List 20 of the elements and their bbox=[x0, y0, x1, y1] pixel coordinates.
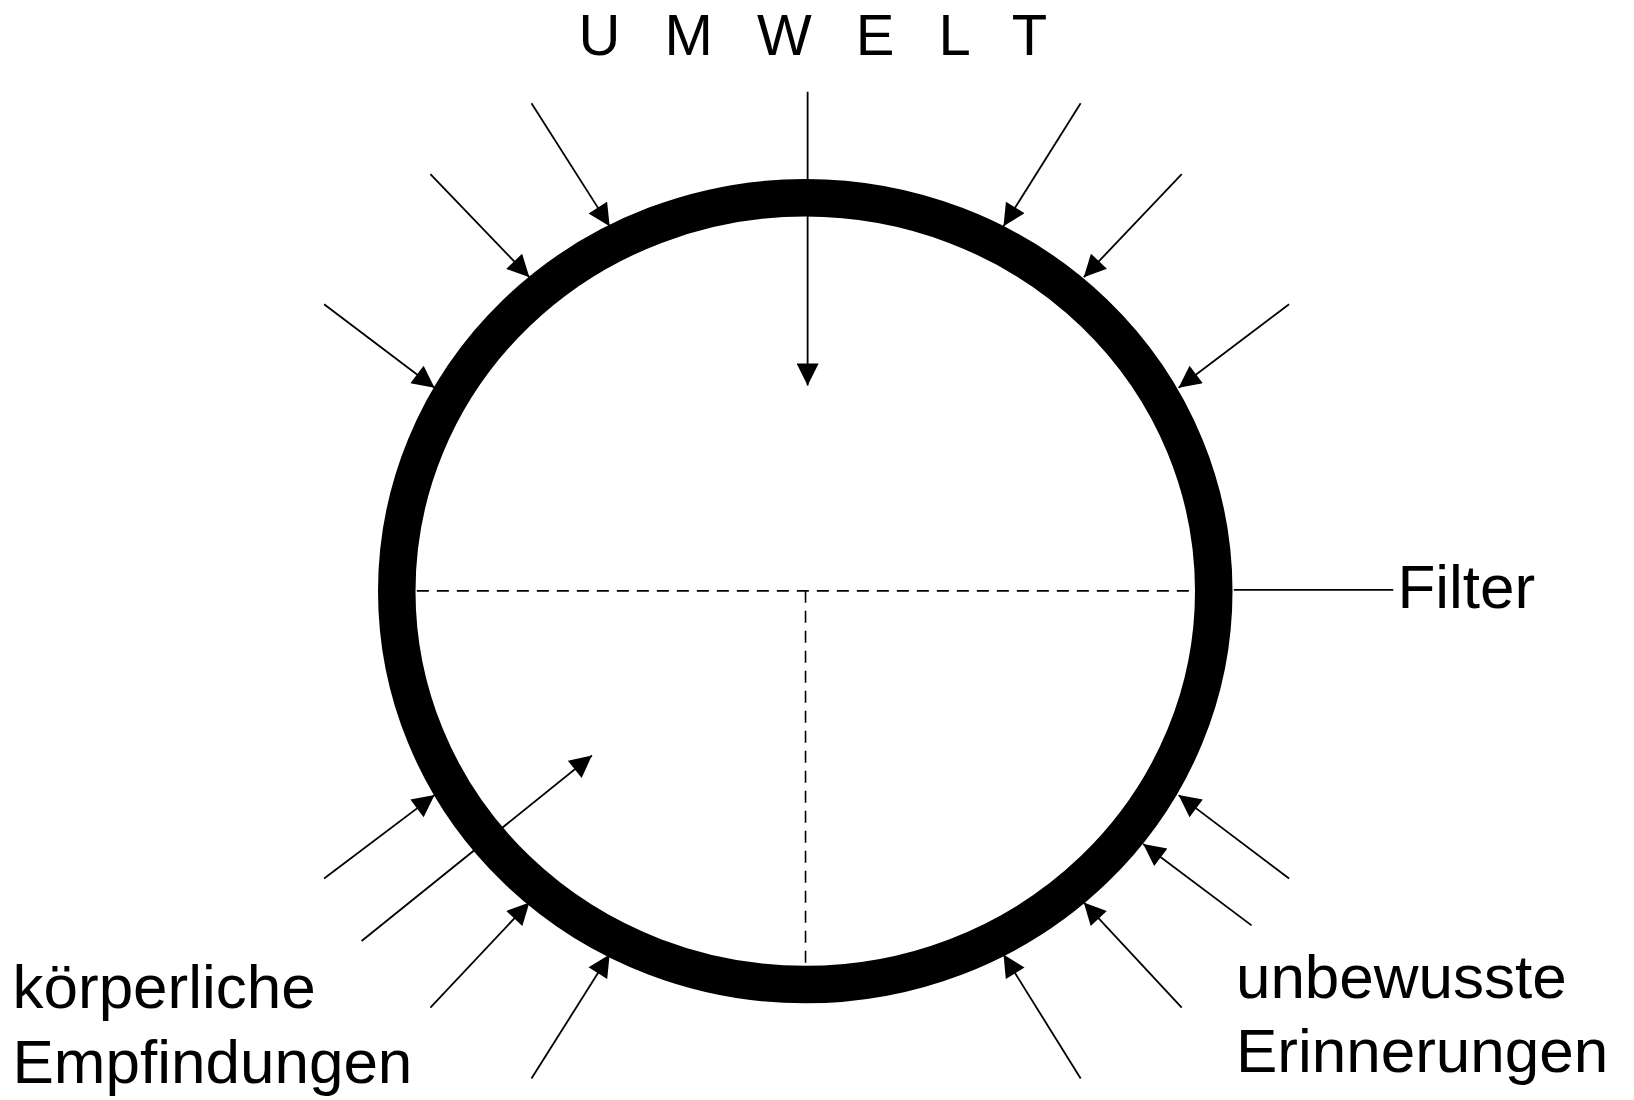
arrow bbox=[1082, 173, 1183, 279]
arrow bbox=[323, 794, 436, 880]
arrow bbox=[1142, 843, 1253, 927]
filter-label: Filter bbox=[1397, 552, 1536, 622]
arrow bbox=[530, 953, 611, 1080]
heading-label: U M W E L T bbox=[578, 2, 1048, 67]
arrow bbox=[429, 901, 531, 1009]
arrow bbox=[1082, 901, 1183, 1009]
arrow bbox=[796, 90, 819, 387]
leader-line bbox=[1232, 588, 1395, 591]
arrow bbox=[1177, 794, 1290, 880]
arrow bbox=[1177, 303, 1290, 389]
arrow bbox=[1002, 102, 1082, 228]
node-label: körperliche Empfindungen bbox=[12, 952, 413, 1096]
arrow bbox=[1002, 953, 1082, 1080]
arrow bbox=[360, 754, 593, 942]
arrow bbox=[323, 303, 436, 389]
node-label: unbewusste Erinnerungen bbox=[1235, 941, 1609, 1086]
arrow bbox=[530, 102, 611, 228]
arrow bbox=[429, 173, 531, 279]
